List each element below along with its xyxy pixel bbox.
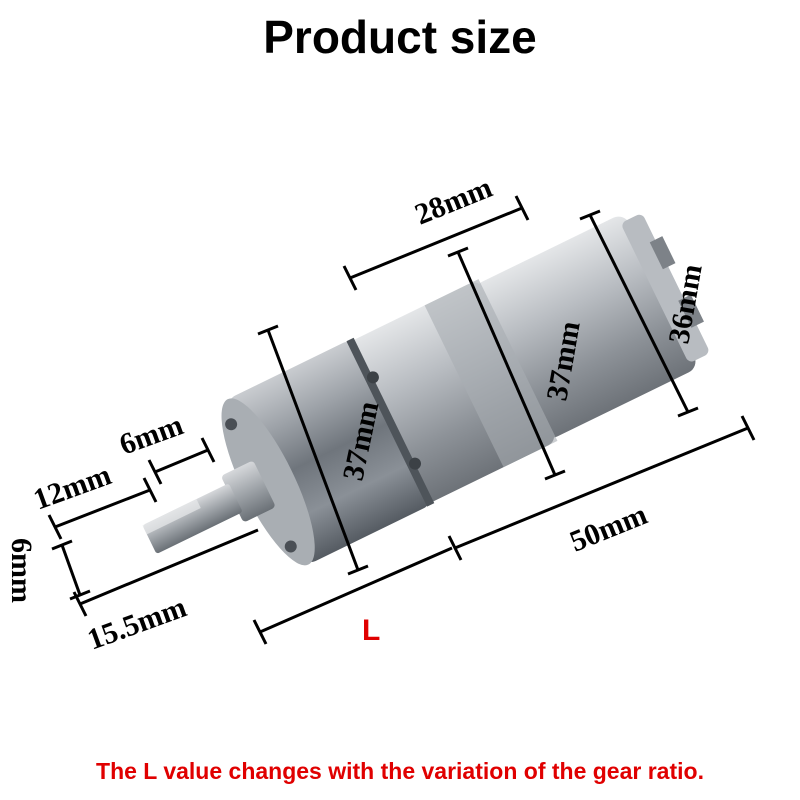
shaft-flat xyxy=(142,499,201,535)
front-face xyxy=(221,398,315,566)
dim-label-50mm: 50mm xyxy=(565,498,652,559)
motor-body xyxy=(142,214,709,566)
screw-icon xyxy=(408,457,421,470)
dimension-28mm: 28mm xyxy=(342,171,530,291)
screw-icon xyxy=(225,418,238,431)
motor-can xyxy=(475,216,696,438)
gear-ratio-note: The L value changes with the variation o… xyxy=(96,758,704,784)
motor-end-cap xyxy=(622,214,709,362)
dimension-L: L xyxy=(252,546,453,647)
dim-label-15-5mm: 15.5mm xyxy=(83,591,191,657)
output-shaft xyxy=(143,484,242,554)
screw-icon xyxy=(366,371,379,384)
flat-face xyxy=(424,279,558,468)
dim-label-6mm-boss: 6mm xyxy=(115,408,187,461)
dim-label-6mm-shaft: 6mm xyxy=(5,538,38,603)
page-title: Product size xyxy=(263,11,537,63)
motor-terminal xyxy=(678,294,704,328)
screw-icon xyxy=(284,540,297,553)
shaft-boss xyxy=(222,461,275,522)
dimension-12mm: 12mm xyxy=(29,458,158,540)
motor-terminal xyxy=(649,236,676,270)
dimension-6mm-shaft: 6mm xyxy=(5,538,91,603)
dim-label-L: L xyxy=(362,614,380,647)
dimension-6mm-boss: 6mm xyxy=(115,408,216,485)
